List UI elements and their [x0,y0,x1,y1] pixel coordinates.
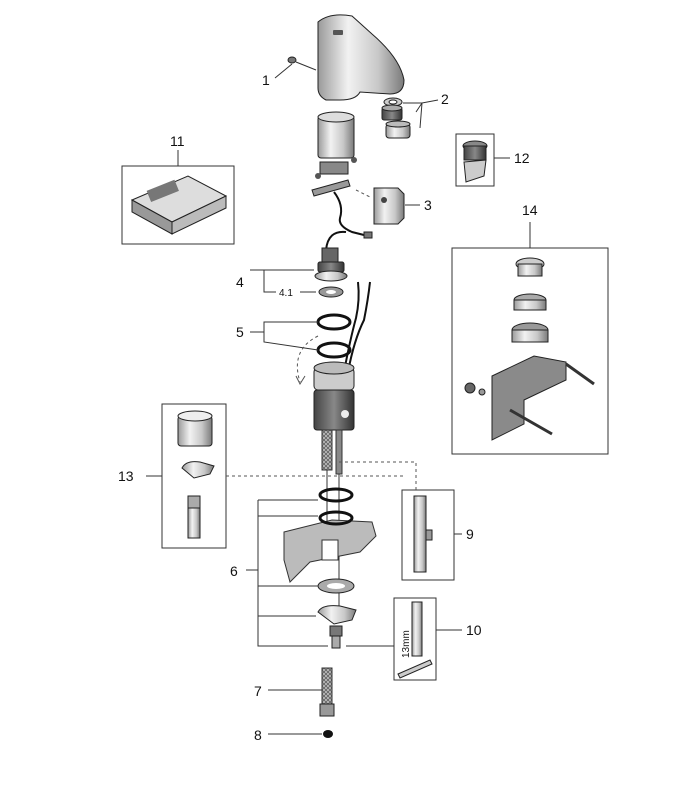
callout-1: 1 [262,72,270,88]
aerator-key [462,140,488,183]
mounting-tool [413,495,433,573]
wrench-size-label: 13mm [401,630,412,658]
callout-10: 10 [466,622,482,638]
aerator-set [381,97,411,139]
callout-13: 13 [118,468,134,484]
faucet-main-body [313,361,355,431]
callout-9: 9 [466,526,474,542]
faucet-spout-body [317,14,405,101]
callout-12: 12 [514,150,530,166]
sensor-bracket [311,157,373,239]
mounting-set [464,257,595,441]
callout-7: 7 [254,683,262,699]
battery-module [373,187,405,225]
part-14-frame [451,247,609,455]
callout-4-1: 4.1 [279,288,293,299]
callout-5: 5 [236,324,244,340]
extension-set [177,410,215,539]
callout-11: 11 [170,133,185,149]
spout-set-screw [287,56,317,71]
callout-6: 6 [230,563,238,579]
counter-top-section [283,519,377,583]
o-ring-set [316,313,352,359]
hose-seal [323,730,333,738]
battery-box [130,175,228,235]
solenoid-valve [314,230,348,282]
callout-4: 4 [236,274,244,290]
threaded-stud-and-hose [321,429,343,475]
valve-seal [318,286,344,298]
callout-8: 8 [254,727,262,743]
socket-wrench-tool [397,601,433,679]
callout-14: 14 [522,202,538,218]
flexible-supply-hose [319,667,335,717]
callout-2: 2 [441,91,449,107]
cover-sleeve [317,111,355,159]
callout-3: 3 [424,197,432,213]
fixing-plate-and-nut [317,605,357,649]
fixing-washers [317,487,355,594]
